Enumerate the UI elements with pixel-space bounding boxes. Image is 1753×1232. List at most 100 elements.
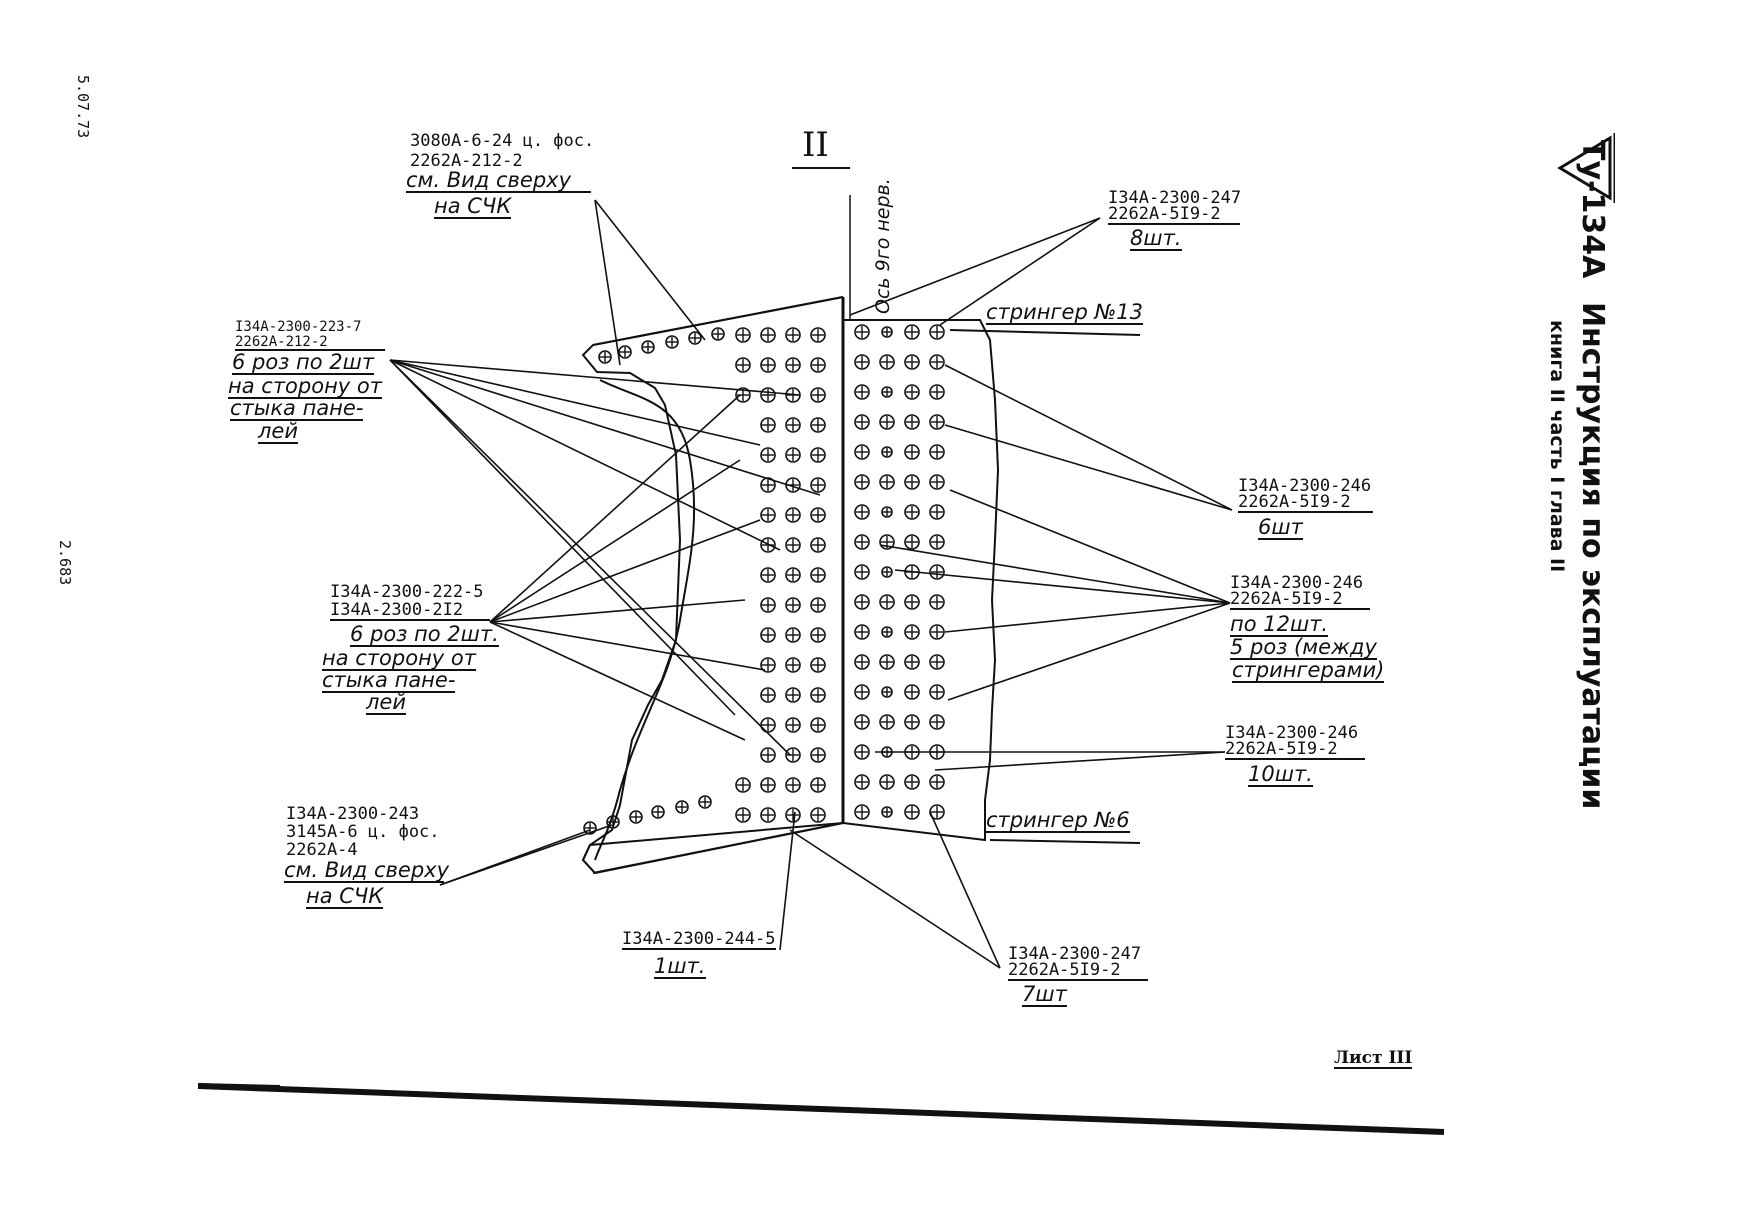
doc-subtitle: книга II часть I глава II	[1546, 320, 1568, 573]
fastener-icon	[598, 350, 612, 364]
callout-line: 2262А-5I9-2	[1238, 494, 1373, 513]
fastener-icon	[810, 357, 826, 373]
leader-line	[489, 394, 741, 623]
fastener-icon	[785, 777, 801, 793]
callout-line: см. Вид сверху	[406, 170, 591, 193]
fastener-icon	[760, 747, 776, 763]
fastener-icon	[881, 506, 893, 518]
fastener-icon	[810, 477, 826, 493]
fastener-icon	[675, 800, 689, 814]
fastener-icon	[785, 807, 801, 823]
callout-line: 8шт.	[1130, 226, 1182, 251]
callout-line: на СЧК	[434, 194, 512, 219]
stringer-13-leader	[949, 329, 1141, 336]
fastener-icon	[760, 777, 776, 793]
fastener-icon	[735, 357, 751, 373]
fastener-icon	[904, 324, 920, 340]
fastener-icon	[854, 504, 870, 520]
fastener-icon	[760, 387, 776, 403]
fastener-icon	[929, 534, 945, 550]
fastener-icon	[785, 387, 801, 403]
fastener-icon	[735, 777, 751, 793]
callout-line: 5 роз (между	[1230, 635, 1377, 660]
fastener-icon	[785, 627, 801, 643]
fastener-icon	[785, 507, 801, 523]
leader-line	[489, 519, 761, 623]
fastener-icon	[785, 657, 801, 673]
leader-line	[934, 751, 1226, 771]
fastener-icon	[854, 384, 870, 400]
callout-line: 2262А-5I9-2	[1225, 741, 1365, 760]
callout-line: 2262А-5I9-2	[1108, 206, 1240, 225]
callout-line: I34А-2300-223-7	[235, 319, 362, 335]
fastener-pattern	[583, 324, 945, 835]
callout-line: 1шт.	[654, 954, 706, 979]
callout-line: лей	[366, 690, 406, 715]
leader-line	[389, 359, 821, 496]
fastener-icon	[618, 345, 632, 359]
fastener-icon	[760, 537, 776, 553]
fastener-icon	[929, 684, 945, 700]
leader-line	[389, 359, 781, 551]
fastener-icon	[929, 744, 945, 760]
fastener-icon	[810, 537, 826, 553]
leader-lines	[389, 199, 1233, 969]
fastener-icon	[879, 534, 895, 550]
logo-triangle-icon	[1557, 133, 1615, 203]
fastener-icon	[929, 444, 945, 460]
fastener-icon	[760, 627, 776, 643]
fastener-icon	[881, 446, 893, 458]
fastener-icon	[760, 687, 776, 703]
fastener-icon	[854, 594, 870, 610]
fastener-icon	[688, 331, 702, 345]
fastener-icon	[810, 687, 826, 703]
fastener-icon	[929, 624, 945, 640]
left-panel-top-edge	[592, 296, 844, 346]
fastener-icon	[760, 327, 776, 343]
callout-line: I34А-2300-243	[286, 804, 420, 824]
fastener-icon	[904, 414, 920, 430]
stringer-6-leader	[989, 839, 1141, 844]
stringer-13-label: стрингер №13	[986, 300, 1144, 325]
fastener-icon	[881, 746, 893, 758]
margin-page-code: 2.683	[56, 540, 74, 586]
fastener-icon	[854, 444, 870, 460]
leader-line	[944, 424, 1233, 511]
fastener-icon	[785, 567, 801, 583]
callout-line: на сторону от	[228, 374, 382, 399]
fastener-icon	[879, 414, 895, 430]
fastener-icon	[698, 795, 712, 809]
callout-line: I34А-2300-2I2	[330, 602, 490, 621]
fastener-icon	[904, 684, 920, 700]
callout-line: I34А-2300-247	[1008, 944, 1142, 964]
fastener-icon	[810, 627, 826, 643]
fastener-icon	[854, 474, 870, 490]
callout-line: 3145А-6 ц. фос.	[286, 822, 440, 842]
leader-line	[894, 569, 1231, 604]
callout-line: по 12шт.	[1230, 612, 1329, 637]
fastener-icon	[606, 815, 620, 829]
fastener-icon	[904, 504, 920, 520]
fastener-icon	[929, 714, 945, 730]
fastener-icon	[785, 357, 801, 373]
fastener-icon	[651, 805, 665, 819]
fastener-icon	[929, 474, 945, 490]
fastener-icon	[735, 807, 751, 823]
fastener-icon	[810, 507, 826, 523]
callout-line: I34А-2300-222-5	[330, 582, 484, 602]
leader-line	[389, 359, 801, 396]
fastener-icon	[929, 324, 945, 340]
doc-title: Инструкция по эксплуатации	[1575, 301, 1610, 810]
section-mark: II	[802, 125, 829, 165]
fastener-icon	[810, 447, 826, 463]
fastener-icon	[904, 354, 920, 370]
fastener-icon	[665, 335, 679, 349]
fastener-icon	[904, 744, 920, 760]
fastener-icon	[641, 340, 655, 354]
leader-line	[939, 217, 1101, 326]
callout-line: I34А-2300-246	[1230, 573, 1364, 593]
callout-line: 10шт.	[1248, 762, 1313, 787]
fastener-icon	[904, 654, 920, 670]
fastener-icon	[879, 714, 895, 730]
